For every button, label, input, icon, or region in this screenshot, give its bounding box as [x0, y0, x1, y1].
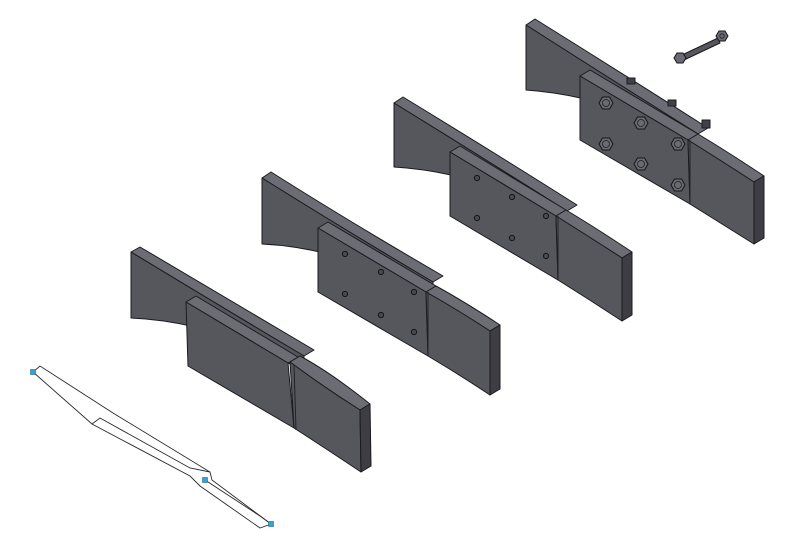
- bolt-shank: [681, 37, 721, 61]
- bolt-hole: [473, 214, 481, 222]
- bolt-stub: [667, 99, 677, 107]
- bolt-hole: [410, 328, 418, 336]
- wireframe-profile[interactable]: [30, 365, 274, 529]
- hex-bolt-icon: [633, 116, 649, 130]
- splice-assembly-stage-1[interactable]: [130, 246, 372, 473]
- profile-outline-inner: [91, 417, 211, 473]
- right-bar-end: [489, 324, 501, 396]
- hex-nut-icon: [715, 30, 729, 42]
- bolt-hole: [410, 288, 418, 296]
- bolt-hole: [377, 311, 385, 319]
- bolt-hole: [473, 174, 481, 182]
- bolt-hole: [542, 252, 550, 260]
- splice-assembly-stage-2[interactable]: [261, 171, 501, 396]
- hex-bolt-icon: [670, 137, 686, 151]
- bolt-hole-group: [473, 174, 550, 260]
- bolt-hole: [377, 268, 385, 276]
- grip-point[interactable]: [268, 521, 274, 527]
- bolt-hole: [341, 290, 349, 298]
- bolt-hole: [542, 212, 550, 220]
- bolt-hole-group: [341, 250, 418, 336]
- hex-bolt-icon: [598, 96, 614, 110]
- right-bar-end: [753, 175, 765, 245]
- grip-point[interactable]: [30, 369, 36, 375]
- bolt-hole: [341, 250, 349, 258]
- bolt-stub: [626, 77, 636, 85]
- hex-bolt-icon: [633, 157, 649, 171]
- bolt-stub: [701, 119, 711, 129]
- hex-bolt-icon: [598, 137, 614, 151]
- hex-bolt-icon: [670, 178, 686, 192]
- grip-point[interactable]: [202, 477, 208, 483]
- installed-bolt-group: [598, 96, 686, 192]
- hex-bolt-icon: [673, 52, 687, 64]
- splice-assembly-stage-4[interactable]: [525, 18, 765, 245]
- bolt-hole: [508, 234, 516, 242]
- profile-outline-lower: [204, 479, 272, 525]
- plate-seam: [293, 364, 297, 431]
- splice-assembly-stage-3[interactable]: [393, 96, 633, 322]
- right-bar-end: [621, 251, 633, 322]
- right-bar-end: [359, 403, 372, 473]
- bolt-hole: [508, 193, 516, 201]
- exploded-bolt[interactable]: [673, 30, 729, 64]
